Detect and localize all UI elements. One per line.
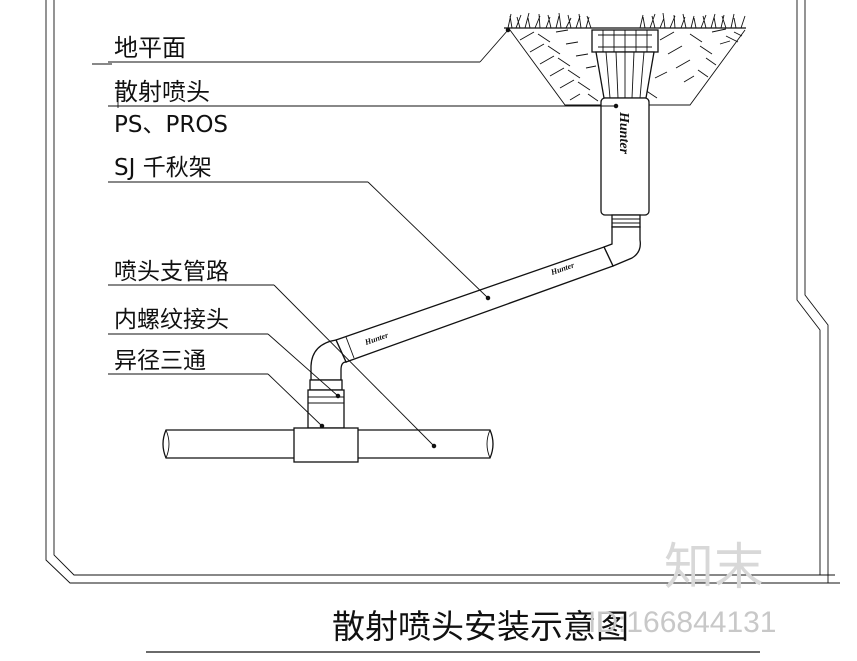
watermark-logo: 知末 xyxy=(664,538,764,596)
label-swing-joint: SJ 千秋架 xyxy=(114,155,212,181)
reducing-tee-assembly xyxy=(162,379,494,463)
callout-labels: 地平面 散射喷头 PS、PROS SJ 千秋架 喷头支管路 内螺纹接头 异径三通 xyxy=(114,34,229,374)
label-reducing-tee: 异径三通 xyxy=(114,348,206,374)
title-block: 散射喷头安装示意图 xyxy=(146,607,760,653)
drawing-title: 散射喷头安装示意图 xyxy=(332,607,629,646)
label-branch-pipe: 喷头支管路 xyxy=(114,259,229,285)
spray-head-brand-mark: Hunter xyxy=(616,111,631,155)
label-female-adapter: 内螺纹接头 xyxy=(114,307,229,333)
label-spray-model: PS、PROS xyxy=(114,112,228,138)
watermark-id: ID:166844131 xyxy=(588,606,777,639)
swing-joint: Hunter Hunter xyxy=(310,226,641,381)
ground-section xyxy=(504,12,746,106)
grass-icon xyxy=(507,12,746,29)
label-spray-head: 散射喷头 xyxy=(114,78,210,106)
label-ground: 地平面 xyxy=(114,34,186,62)
leader-lines xyxy=(92,27,619,449)
watermark: 知末 ID:166844131 xyxy=(588,538,777,639)
soil-hatch xyxy=(519,28,743,102)
spray-head: Hunter xyxy=(591,29,659,228)
drawing-frame xyxy=(45,0,840,584)
